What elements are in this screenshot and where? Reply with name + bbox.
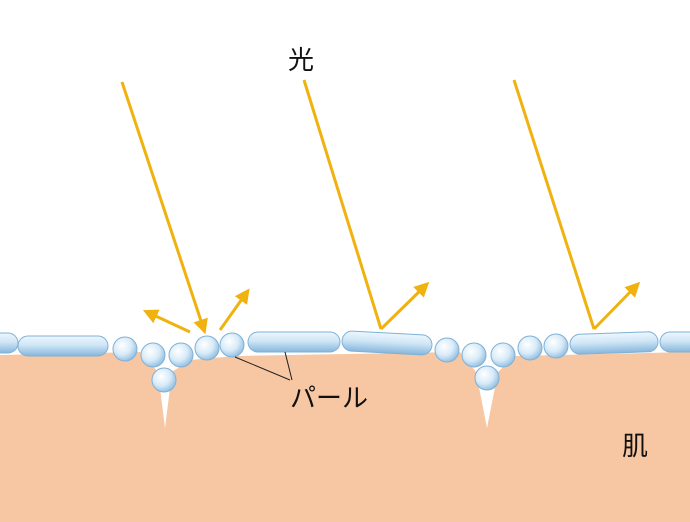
reflected-ray-3 — [592, 281, 641, 331]
skin-label: 肌 — [622, 432, 649, 462]
pearl-flake — [247, 331, 341, 353]
scattered-ray-right — [218, 288, 250, 331]
pearl-label: パール — [290, 384, 369, 414]
incident-ray-3 — [512, 79, 596, 330]
pearl-spheres — [112, 332, 569, 393]
skin-layer — [0, 352, 690, 522]
light-rays — [120, 79, 641, 335]
pearl-sphere — [151, 367, 177, 393]
pearl-flake — [0, 332, 19, 354]
incident-ray-2 — [302, 79, 383, 330]
pearl-sphere — [168, 342, 194, 368]
pearl-flake — [341, 330, 433, 356]
pearl-sphere — [461, 342, 487, 368]
pearl-sphere — [112, 336, 138, 362]
pearl-flakes — [0, 330, 690, 357]
pearl-sphere — [434, 337, 460, 363]
scattered-ray-left — [142, 309, 191, 334]
pearl-leader-line — [284, 351, 293, 381]
pearl-sphere — [543, 333, 569, 359]
pearl-flake — [659, 331, 690, 353]
incident-ray-1 — [120, 81, 208, 335]
pearl-sphere — [140, 342, 166, 368]
pearl-sphere — [474, 365, 500, 391]
pearl-flake — [17, 335, 109, 357]
pearl-leader-lines — [234, 351, 293, 381]
pearl-leader-line — [234, 356, 291, 381]
pearl-flake — [569, 331, 659, 355]
reflected-ray-2 — [379, 281, 430, 331]
pearl-sphere — [194, 335, 220, 361]
light-label: 光 — [288, 46, 315, 76]
pearl-sphere — [517, 335, 543, 361]
pearl-sphere — [490, 342, 516, 368]
pearl-sphere — [219, 332, 245, 358]
